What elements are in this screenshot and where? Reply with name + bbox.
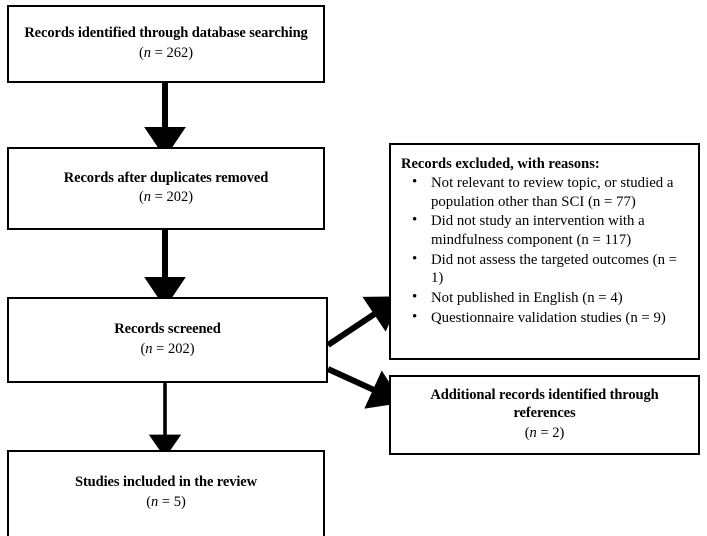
n-value: 202: [167, 340, 190, 357]
n-symbol: n: [151, 493, 159, 510]
n-symbol: n: [529, 424, 537, 441]
node-count: (n = 2): [524, 424, 565, 441]
node-additional-records: Additional records identified through re…: [389, 375, 700, 455]
excluded-title: Records excluded, with reasons:: [401, 156, 600, 172]
list-item: Not published in English (n = 4): [412, 288, 688, 308]
node-count: (n = 5): [146, 493, 186, 510]
list-item: Not relevant to review topic, or studied…: [412, 173, 688, 211]
node-count: (n = 202): [140, 340, 195, 357]
arrow-screened-to-additional: [326, 366, 403, 409]
node-label: Records after duplicates removed: [63, 169, 269, 186]
arrow-screened-to-excluded: [326, 296, 401, 348]
node-records-excluded: Records excluded, with reasons: Not rele…: [389, 143, 700, 360]
list-item: Questionnaire validation studies (n = 9): [412, 308, 688, 328]
list-item: Did not study an intervention with a min…: [412, 211, 688, 249]
n-symbol: n: [143, 44, 152, 61]
node-records-after-duplicates: Records after duplicates removed (n = 20…: [7, 147, 325, 230]
n-value: 262: [166, 44, 189, 61]
n-value: 202: [166, 189, 189, 206]
node-records-screened: Records screened (n = 202): [7, 297, 328, 383]
node-label: Records identified through database sear…: [24, 25, 308, 42]
n-value: 2: [552, 424, 560, 441]
node-count: (n = 202): [138, 189, 194, 206]
node-label: Records screened: [114, 321, 221, 338]
node-label: Studies included in the review: [74, 474, 258, 490]
n-symbol: n: [143, 189, 152, 206]
node-label: Additional records identified through re…: [430, 387, 659, 422]
node-count: (n = 262): [138, 44, 194, 61]
list-item: Did not assess the targeted outcomes (n …: [412, 250, 688, 288]
n-symbol: n: [145, 340, 153, 357]
n-value: 5: [173, 493, 181, 510]
node-records-identified: Records identified through database sear…: [7, 5, 325, 83]
node-studies-included: Studies included in the review (n = 5): [7, 450, 325, 536]
excluded-reasons-list: Not relevant to review topic, or studied…: [401, 173, 688, 328]
